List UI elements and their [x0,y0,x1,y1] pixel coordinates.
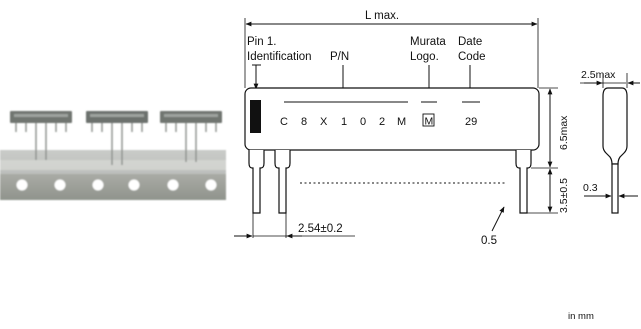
units-note: in mm [568,311,594,322]
date-code-label-line1: Date [458,36,482,48]
lead-length-dimension: 3.5±0.5 [558,178,570,213]
lead-thickness-dimension: 0.3 [583,182,598,194]
height-dimension: 6.5max [558,115,570,150]
pitch-dimension: 2.54±0.2 [298,223,343,235]
pin1-label-line1: Pin 1. [247,36,276,48]
date-code-marking: 29 [465,116,477,128]
date-code-label-line2: Code [458,51,486,63]
part-char: M [397,116,406,128]
part-char: 1 [341,116,347,128]
lead-pin-1 [248,150,265,214]
side-view-body [602,87,628,165]
murata-logo-glyph: M [425,116,434,128]
thickness-dimension: 2.5max [581,69,616,81]
lead-pin-2 [274,150,291,214]
murata-logo-label-line1: Murata [410,36,446,48]
resistor-network-photo-icon [0,111,226,200]
murata-logo-label-line2: Logo. [410,51,439,63]
component-body [244,87,540,151]
part-char: X [320,116,328,128]
length-dimension: L max. [365,10,399,22]
murata-logo-icon [422,113,435,127]
part-char: 8 [301,116,307,128]
pin1-marker [250,100,261,133]
lead-width-dimension: 0.5 [481,235,497,247]
part-number-label: P/N [330,51,349,63]
part-char: 2 [379,116,385,128]
lead-pin-last [515,150,532,214]
part-char: C [280,116,288,128]
side-view-lead [611,163,619,214]
part-char: 0 [360,116,366,128]
pin1-label-line2: Identification [247,51,312,63]
part-number-marking: C 8 X 1 0 2 M [280,116,406,128]
